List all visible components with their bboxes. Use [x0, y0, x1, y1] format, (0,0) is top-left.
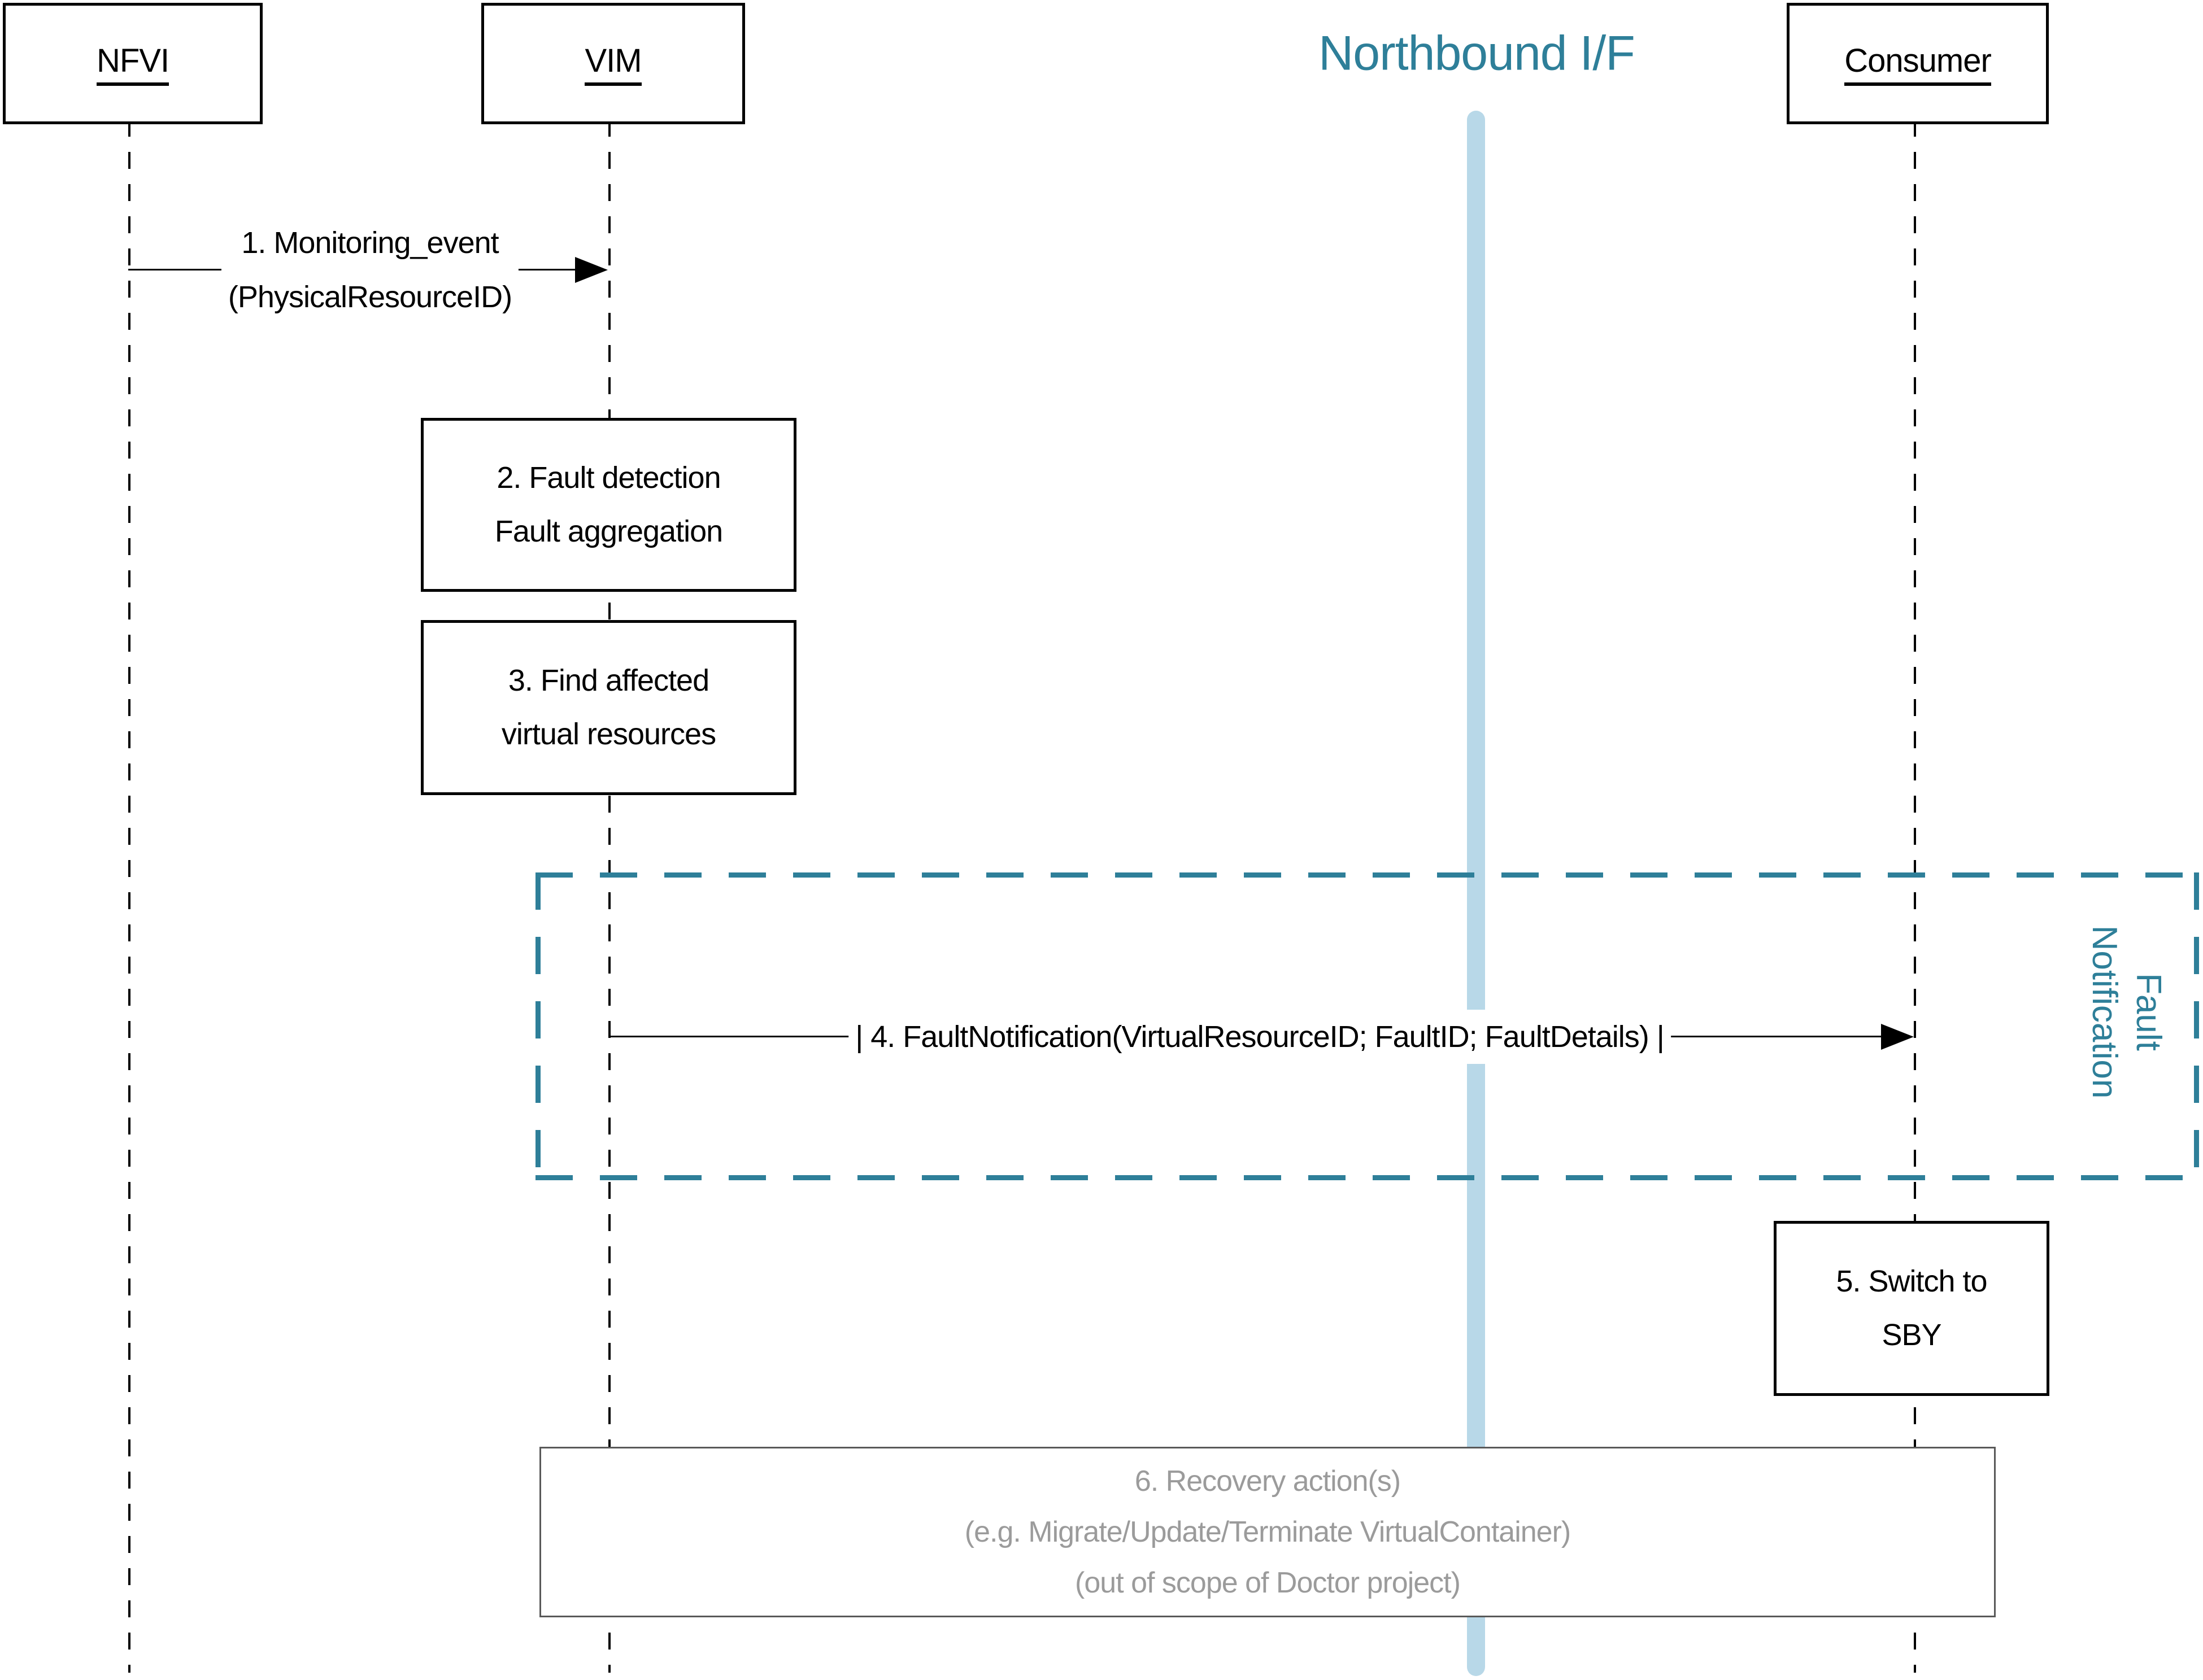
actor-consumer-label: Consumer	[1844, 42, 1992, 86]
actor-nfvi-label: NFVI	[96, 42, 169, 86]
step-6-line3: (out of scope of Doctor project)	[1075, 1566, 1461, 1599]
step-6-line2: (e.g. Migrate/Update/Terminate VirtualCo…	[964, 1516, 1571, 1548]
step-3-line1: 3. Find affected	[508, 664, 709, 697]
actor-nfvi: NFVI	[3, 3, 263, 124]
group-box-bottom-edge	[535, 1175, 2199, 1180]
message-1-label: 1. Monitoring_event (PhysicalResourceID)	[221, 216, 519, 324]
step-5-line1: 5. Switch to	[1836, 1264, 1987, 1298]
step-5-line2: SBY	[1882, 1318, 1941, 1352]
actor-vim: VIM	[481, 3, 745, 124]
group-box-left-edge	[535, 872, 541, 1180]
step-6-line1: 6. Recovery action(s)	[1134, 1465, 1401, 1498]
group-label-line1: Fault	[2129, 973, 2168, 1051]
consumer-lifeline	[1914, 120, 1916, 1673]
group-box-top-edge	[535, 872, 2199, 878]
step-3-line2: virtual resources	[501, 717, 716, 751]
step-2-box: 2. Fault detection Fault aggregation	[421, 418, 796, 592]
group-label-line2: Notification	[2085, 925, 2124, 1099]
step-5-box: 5. Switch to SBY	[1774, 1221, 2049, 1396]
nfvi-lifeline	[128, 120, 130, 1673]
fault-notification-group-label: Fault Notification	[2082, 926, 2170, 1099]
actor-consumer: Consumer	[1787, 3, 2049, 124]
message-4-label: | 4. FaultNotification(VirtualResourceID…	[848, 1010, 1671, 1064]
fault-notification-group-box	[535, 872, 2199, 1180]
message-1-arrowhead-icon	[575, 257, 608, 283]
northbound-title: Northbound I/F	[1318, 26, 1635, 81]
vim-lifeline	[608, 120, 611, 1673]
step-2-line1: 2. Fault detection	[497, 461, 721, 495]
step-2-line2: Fault aggregation	[494, 514, 723, 548]
message-1-label-line2: (PhysicalResourceID)	[228, 280, 512, 314]
actor-vim-label: VIM	[585, 42, 642, 86]
message-1-label-line1: 1. Monitoring_event	[241, 226, 499, 260]
message-4-arrowhead-icon	[1881, 1024, 1914, 1050]
northbound-lifeline-bar	[1467, 111, 1485, 1676]
step-3-box: 3. Find affected virtual resources	[421, 620, 796, 795]
step-6-box: 6. Recovery action(s) (e.g. Migrate/Upda…	[539, 1447, 1996, 1617]
group-box-right-edge	[2194, 872, 2199, 1180]
